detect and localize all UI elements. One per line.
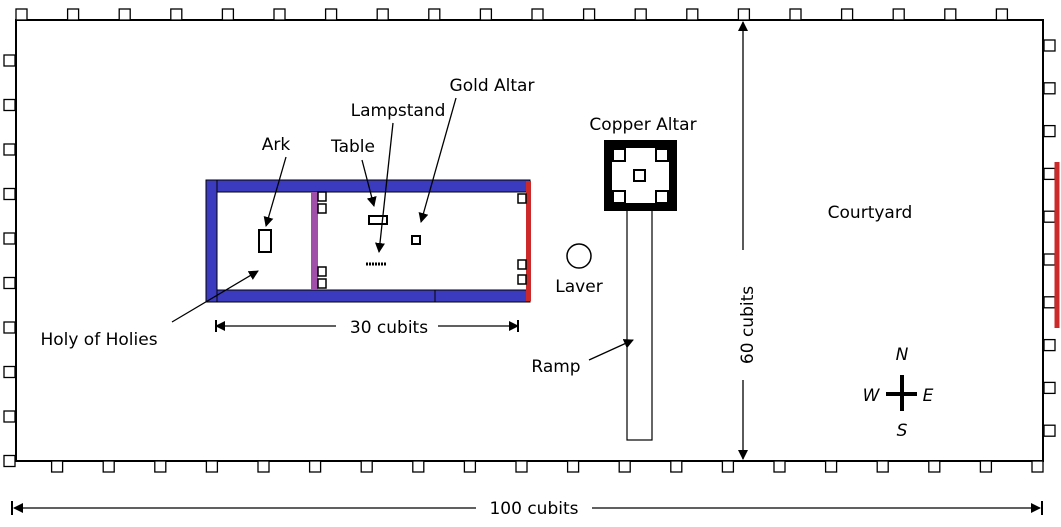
fence-post (273, 8, 286, 21)
fence-post (205, 460, 219, 473)
fence-post (3, 187, 16, 201)
fence-post (3, 276, 16, 290)
fence-post (463, 460, 477, 473)
fence-post (737, 8, 751, 21)
tabernacle-length-label: 30 cubits (350, 318, 428, 338)
fence-post (1043, 424, 1056, 437)
fence-post (3, 321, 16, 334)
pointer-arrows (11, 21, 1043, 515)
fence-post (979, 460, 993, 473)
fence-post (170, 8, 183, 21)
fence-post (944, 8, 957, 21)
lampstand-label: Lampstand (351, 101, 446, 121)
fence-post (566, 460, 580, 473)
fence-post (376, 8, 389, 21)
fence-post (1043, 82, 1056, 95)
fence-post (15, 8, 28, 21)
compass-east: E (923, 386, 934, 406)
holy-of-holies-label: Holy of Holies (40, 330, 157, 350)
fence-post (1043, 167, 1056, 181)
fence-post (1043, 210, 1056, 223)
fence-post (1043, 338, 1056, 352)
fence-post (1043, 296, 1056, 309)
table-icon (368, 215, 388, 225)
fence-post (721, 460, 735, 473)
copper-altar-label: Copper Altar (589, 115, 696, 135)
fence-post (360, 460, 373, 473)
veil (311, 192, 318, 290)
fence-post (3, 365, 16, 379)
copper-altar-icon (604, 140, 677, 211)
gold-altar-icon (411, 235, 421, 245)
fence-post (66, 8, 80, 21)
ramp-label: Ramp (531, 357, 580, 377)
fence-post (50, 460, 64, 473)
fence-post (515, 460, 528, 473)
compass-south: S (897, 421, 908, 441)
fence-post (102, 460, 115, 473)
compass-north: N (896, 345, 909, 365)
fence-post (773, 460, 786, 473)
fence-post (308, 460, 322, 473)
fence-post (154, 460, 167, 473)
fence-post (670, 460, 683, 473)
fence-post (618, 460, 631, 473)
laver-label: Laver (555, 277, 602, 297)
fence-post (479, 8, 493, 21)
fence-post (892, 8, 905, 21)
fence-post (1043, 253, 1056, 266)
fence-post (634, 8, 647, 21)
entrance-curtain (526, 181, 531, 301)
ark-icon (258, 229, 272, 253)
fence-post (824, 460, 838, 473)
fence-post (686, 8, 699, 21)
fence-post (324, 8, 338, 21)
fence-post (582, 8, 596, 21)
fence-post (3, 143, 16, 156)
ramp (626, 209, 653, 441)
fence-post (1043, 124, 1056, 138)
fence-post (3, 54, 16, 67)
table-label: Table (330, 137, 375, 157)
courtyard-label: Courtyard (828, 203, 913, 223)
fence-post (995, 8, 1009, 21)
court-width-label: 60 cubits (738, 286, 758, 364)
fence-post (1043, 381, 1056, 395)
fence-post (1043, 39, 1056, 52)
fence-post (428, 8, 441, 21)
compass-rose: N S E W (863, 345, 934, 441)
fence-post (3, 98, 16, 112)
fence-post (3, 410, 16, 423)
fence-posts (3, 8, 1056, 473)
fence-post (531, 8, 544, 21)
fence-post (789, 8, 802, 21)
tabernacle (205, 179, 531, 303)
laver-icon (566, 243, 592, 269)
fence-post (1031, 460, 1044, 473)
fence-post (118, 8, 131, 21)
fence-post (221, 8, 235, 21)
gold-altar-label: Gold Altar (450, 76, 535, 96)
fence-post (876, 460, 889, 473)
fence-post (928, 460, 941, 473)
fence-post (3, 232, 16, 245)
fence-post (412, 460, 425, 473)
fence-post (840, 8, 854, 21)
court-length-label: 100 cubits (489, 499, 578, 519)
fence-post (257, 460, 270, 473)
compass-west: W (863, 386, 881, 406)
fence-post (3, 454, 16, 468)
ark-label: Ark (262, 135, 291, 155)
